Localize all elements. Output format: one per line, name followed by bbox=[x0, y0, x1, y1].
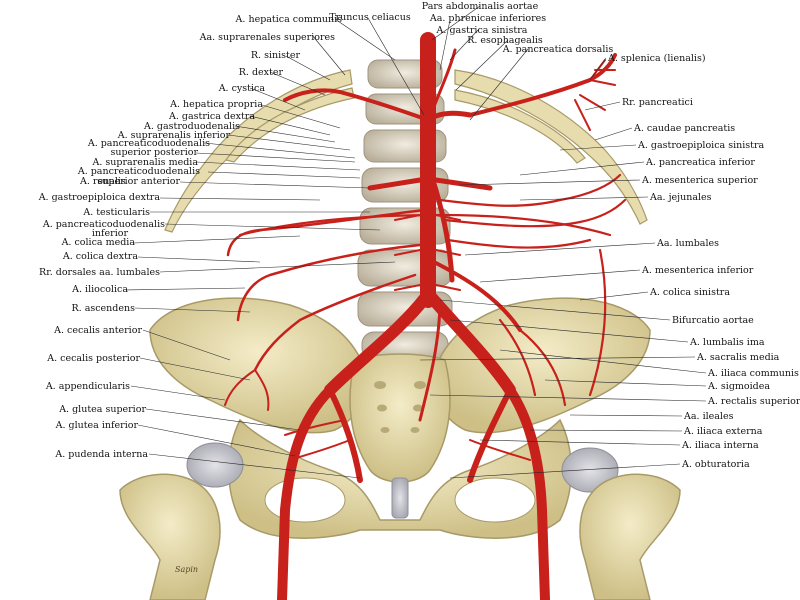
femoral-head-left bbox=[186, 442, 244, 488]
label-gastrica-sinistra: A. gastrica sinistra bbox=[436, 25, 528, 36]
label-appendicularis: A. appendicularis bbox=[45, 381, 130, 392]
jejunal-arcades bbox=[438, 173, 627, 249]
internal-iliac-left bbox=[327, 387, 363, 483]
label-colica-media: A. colica media bbox=[61, 237, 136, 248]
ilium-right bbox=[433, 297, 651, 434]
label-pudenda-interna: A. pudenda interna bbox=[54, 449, 148, 460]
label-iliaca-interna: A. iliaca interna bbox=[681, 440, 759, 451]
labels-right: A. splenica (lienalis) Rr. pancreatici A… bbox=[607, 53, 800, 470]
label-ramus-esophagealis: R. esophagealis bbox=[467, 35, 543, 46]
labels-left: A. hepatica communis Aa. suprarenales su… bbox=[38, 14, 342, 460]
sigmoid-branches bbox=[498, 248, 607, 407]
label-mesenterica-superior: A. mesenterica superior bbox=[641, 175, 758, 186]
label-colica-sinistra: A. colica sinistra bbox=[649, 287, 730, 298]
label-hepatica-communis: A. hepatica communis bbox=[235, 14, 343, 25]
sacrum bbox=[349, 353, 451, 483]
label-testicularis: A. testicularis bbox=[82, 207, 150, 218]
label-cystica: A. cystica bbox=[218, 83, 266, 94]
label-gastroepiploica-sinistra: A. gastroepiploica sinistra bbox=[637, 140, 765, 151]
femur-left bbox=[119, 473, 221, 600]
label-suprarenalis-media: A. suprarenalis media bbox=[91, 157, 198, 168]
internal-iliac-right bbox=[467, 387, 513, 483]
label-iliocolica: A. iliocolica bbox=[71, 284, 128, 295]
label-ramus-sinister: R. sinister bbox=[251, 50, 301, 61]
colic-branches bbox=[226, 208, 427, 372]
label-jejunales: Aa. jejunales bbox=[649, 192, 712, 203]
external-iliac-left bbox=[277, 385, 335, 600]
label-sigmoidea: A. sigmoidea bbox=[707, 381, 770, 392]
splenic-artery bbox=[468, 53, 617, 117]
cecal-appendicular bbox=[224, 369, 270, 411]
common-iliac-left bbox=[324, 292, 431, 396]
label-renalis: A. renalis bbox=[79, 176, 126, 187]
label-pancreaticoduodenalis-1: A. pancreaticoduodenalis bbox=[87, 138, 210, 149]
label-lumbalis-ima: A. lumbalis ima bbox=[689, 337, 765, 348]
femoral-head-right bbox=[561, 447, 619, 493]
splenic-branches bbox=[574, 59, 616, 131]
label-lumbales: Aa. lumbales bbox=[656, 238, 719, 249]
label-colica-dextra: A. colica dextra bbox=[62, 251, 138, 262]
label-ileales: Aa. ileales bbox=[683, 411, 734, 422]
label-iliaca-externa: A. iliaca externa bbox=[683, 426, 763, 437]
label-pancreaticoduodenalis-3: A. pancreaticoduodenalis bbox=[42, 219, 165, 230]
pubic-symphysis bbox=[391, 477, 409, 519]
label-cecalis-posterior: A. cecalis posterior bbox=[46, 353, 140, 364]
label-pars-abdominalis-aortae: Pars abdominalis aortae bbox=[422, 1, 539, 12]
arteries bbox=[224, 32, 627, 600]
label-gastroduodenalis: A. gastroduodenalis bbox=[143, 121, 240, 132]
rib-left-lower bbox=[225, 87, 355, 163]
label-gastrica-dextra: A. gastrica dextra bbox=[168, 111, 255, 122]
label-bifurcatio-aortae: Bifurcatio aortae bbox=[672, 315, 754, 326]
label-cecalis-anterior: A. cecalis anterior bbox=[53, 325, 142, 336]
obturator-foramen-right bbox=[454, 477, 536, 523]
label-pancreatica-dorsalis: A. pancreatica dorsalis bbox=[502, 44, 614, 55]
label-suprarenales-superiores: Aa. suprarenales superiores bbox=[199, 32, 336, 43]
label-mesenterica-inferior: A. mesenterica inferior bbox=[641, 265, 754, 276]
label-pancreaticoduodenalis-2: A. pancreaticoduodenalis bbox=[77, 166, 200, 177]
rib-right-upper bbox=[454, 69, 648, 225]
label-superior-posterior: superior posterior bbox=[110, 147, 198, 158]
common-hepatic bbox=[283, 88, 430, 122]
renal-arteries bbox=[367, 177, 493, 191]
label-ramus-dexter: R. dexter bbox=[239, 67, 284, 78]
label-superior-anterior: superior anterior bbox=[97, 176, 180, 187]
gluteal-vessels bbox=[284, 419, 531, 461]
femur-right bbox=[579, 473, 681, 600]
label-rr-pancreatici: Rr. pancreatici bbox=[622, 97, 693, 108]
lumbar-arteries bbox=[394, 214, 461, 291]
inferior-mesenteric bbox=[428, 258, 522, 332]
label-glutea-superior: A. glutea superior bbox=[58, 404, 146, 415]
sacral-foramina bbox=[374, 381, 426, 433]
obturator-foramen-left bbox=[264, 477, 346, 523]
label-glutea-inferior: A. glutea inferior bbox=[55, 420, 139, 431]
label-pancreatica-inferior: A. pancreatica inferior bbox=[645, 157, 755, 168]
label-phrenicae-inferiores: Aa. phrenicae inferiores bbox=[429, 13, 546, 24]
external-iliac-right bbox=[505, 385, 550, 600]
label-splenica: A. splenica (lienalis) bbox=[607, 53, 706, 64]
label-rr-dorsales-lumbales: Rr. dorsales aa. lumbales bbox=[39, 267, 160, 278]
superior-mesenteric bbox=[425, 162, 455, 283]
label-iliaca-communis: A. iliaca communis bbox=[707, 368, 799, 379]
label-gastroepiploica-dextra: A. gastroepiploica dextra bbox=[38, 192, 161, 203]
artist-signature: Sapin bbox=[175, 565, 198, 574]
label-rectalis-superior: A. rectalis superior bbox=[707, 396, 800, 407]
celiac-trunk bbox=[425, 110, 473, 123]
label-truncus-celiacus: Truncus celiacus bbox=[329, 12, 411, 23]
label-inferior: inferior bbox=[92, 228, 129, 239]
label-caudae-pancreatis: A. caudae pancreatis bbox=[633, 123, 735, 134]
leader-lines bbox=[125, 5, 707, 479]
left-gastric bbox=[430, 48, 457, 114]
label-obturatoria: A. obturatoria bbox=[681, 459, 750, 470]
label-sacralis-media: A. sacralis media bbox=[696, 352, 780, 363]
label-suprarenalis-inferior: A. suprarenalis inferior bbox=[117, 130, 231, 141]
label-hepatica-propria: A. hepatica propria bbox=[169, 99, 263, 110]
common-iliac-right bbox=[426, 292, 516, 396]
labels-top: Pars abdominalis aortae Truncus celiacus… bbox=[329, 1, 613, 55]
label-ramus-ascendens: R. ascendens bbox=[72, 303, 136, 314]
